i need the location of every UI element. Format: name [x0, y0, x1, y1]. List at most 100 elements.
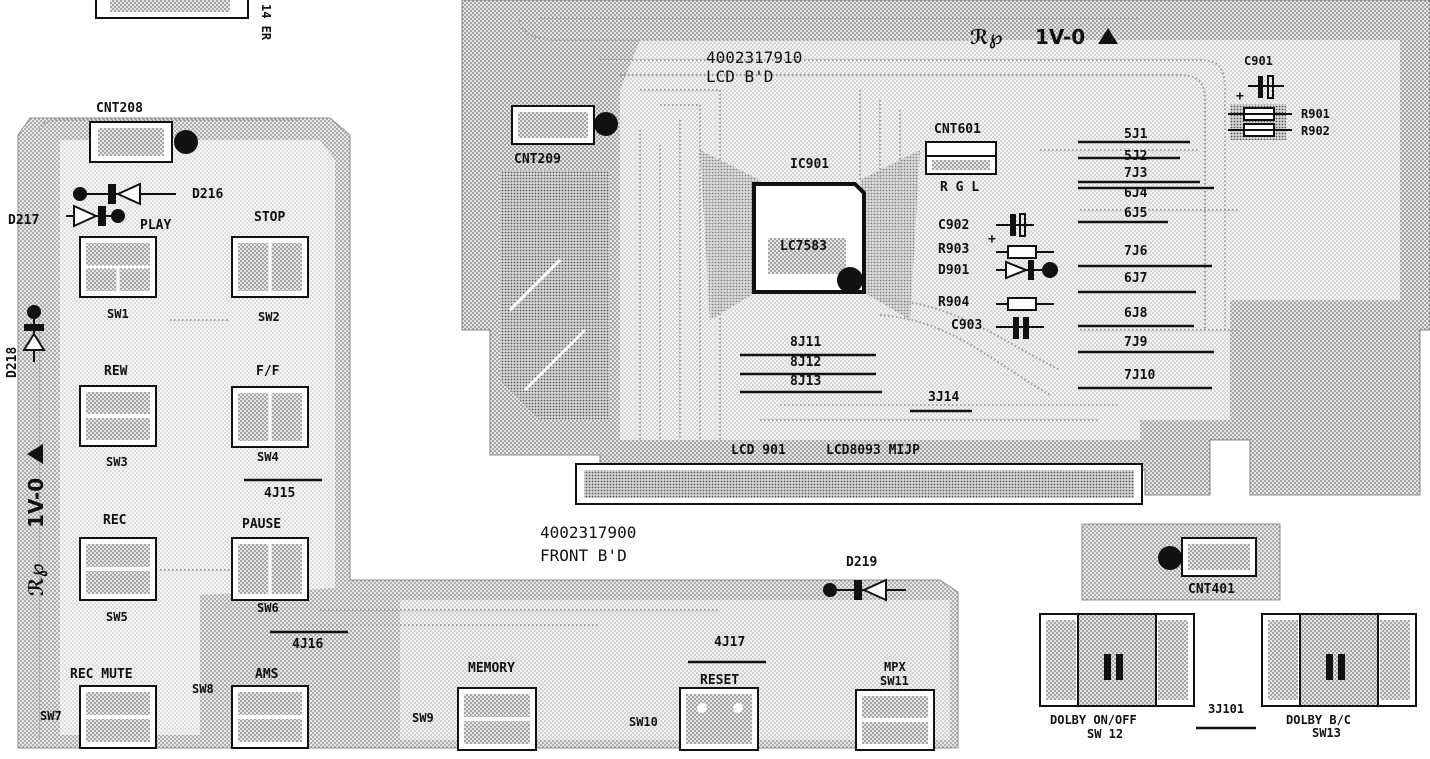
front-ul-rating: 1V-0 [24, 478, 48, 528]
lcd901-part: LCD8093 MIJP [826, 443, 920, 458]
diode-icon [22, 332, 46, 351]
ic901-ref: IC901 [790, 157, 829, 172]
switch-sw12[interactable]: DOLBY ON/OFF SW 12 [1039, 613, 1195, 741]
sw9-label: MEMORY [468, 661, 515, 676]
lcd-edge-connector [575, 463, 1143, 505]
jumper-5j1: 5J1 [1124, 127, 1148, 142]
diode-d219: D219 [823, 555, 906, 602]
switch-sw10[interactable]: RESET SW10 [629, 673, 759, 751]
pin1-marker-icon [594, 112, 618, 136]
jumper-7j10: 7J10 [1124, 368, 1155, 383]
sw3-ref: SW3 [106, 455, 128, 469]
switch-sw1[interactable]: PLAY SW1 [79, 218, 171, 321]
d901-group: D901 [938, 260, 1058, 280]
c901-r901-r902: C901 + R901 R902 [1228, 54, 1330, 140]
jumper-5j2: 5J2 [1124, 149, 1147, 164]
sw11-ref: SW11 [880, 674, 909, 688]
d217-label: D217 [8, 213, 39, 228]
switch-sw5[interactable]: REC SW5 [79, 513, 157, 624]
sw5-label: REC [103, 513, 126, 528]
diode-icon [861, 578, 887, 602]
jumper-4j16: 4J16 [270, 630, 348, 652]
dolby-area: CNT401 [1081, 523, 1281, 601]
sw1-ref: SW1 [107, 307, 129, 321]
d216-label: D216 [192, 187, 223, 202]
ic901: IC901 LC7583 [700, 150, 920, 320]
sw13-label: DOLBY B/C [1286, 713, 1351, 727]
jumper-7j6: 7J6 [1124, 244, 1148, 259]
c902-label: C902 [938, 218, 969, 233]
r904-label: R904 [938, 295, 969, 310]
c902-group: C902 + [938, 213, 1034, 247]
switch-sw3[interactable]: REW SW3 [79, 364, 157, 469]
triangle-icon [27, 444, 43, 464]
lcd-traces [519, 17, 1240, 440]
svg-text:+: + [1236, 89, 1244, 104]
lcd-board-name: LCD B'D [706, 67, 773, 86]
sw10-ref: SW10 [629, 715, 658, 729]
cnt208-label: CNT208 [96, 101, 143, 116]
switch-sw8[interactable]: AMS SW8 [192, 667, 309, 749]
sw12-label: DOLBY ON/OFF [1050, 713, 1137, 727]
switch-sw2[interactable]: STOP SW2 [231, 210, 309, 324]
jumper-4j16-label: 4J16 [292, 637, 323, 652]
sw2-label: STOP [254, 210, 285, 225]
d218-label: D218 [5, 347, 20, 378]
front-board-part-number: 4002317900 [540, 523, 636, 542]
diode-icon [73, 204, 99, 228]
jumper-8j13: 8J13 [790, 374, 821, 389]
lcd-mid-jumpers: 8J11 8J12 8J13 3J14 [740, 335, 972, 413]
fragment-text: 14 ER [259, 4, 273, 41]
lcd-ground-pad [500, 170, 610, 420]
sw7-label: REC MUTE [70, 667, 133, 682]
cnt209-label: CNT209 [514, 152, 561, 167]
lcd-board: 4002317910 LCD B'D ℛ℘ 1V-0 CNT209 IC901 … [461, 0, 1430, 505]
front-ul-mark: ℛ℘ 1V-0 [24, 444, 48, 596]
jumper-3j101-label: 3J101 [1208, 702, 1244, 716]
sw8-label: AMS [255, 667, 279, 682]
jumper-4j17: 4J17 [688, 635, 766, 664]
ul-recognized-logo: ℛ℘ [24, 563, 48, 596]
switch-sw4[interactable]: F/F SW4 [231, 364, 309, 464]
sw12-ref: SW 12 [1087, 727, 1123, 741]
r903-label: R903 [938, 242, 969, 257]
switch-sw7[interactable]: REC MUTE SW7 [40, 667, 157, 749]
diode-d218: D218 [5, 305, 46, 378]
pin1-marker-icon [837, 267, 863, 293]
sw6-label: PAUSE [242, 517, 281, 532]
c903-group: C903 [951, 317, 1044, 339]
diode-icon [1005, 260, 1029, 280]
r903-group: R903 [938, 242, 1054, 259]
cnt401-label: CNT401 [1188, 582, 1235, 597]
top-left-fragment: 14 ER [95, 0, 273, 41]
sw11-label: MPX [884, 660, 906, 674]
r904-group: R904 [938, 295, 1054, 311]
c901-label: C901 [1244, 54, 1273, 68]
lcd-ul-rating: 1V-0 [1035, 25, 1085, 49]
front-traces [39, 119, 900, 740]
d219-label: D219 [846, 555, 877, 570]
front-board: 4002317900 FRONT B'D ℛ℘ 1V-0 CNT208 D216… [5, 101, 1417, 751]
lcd-ul-mark: ℛ℘ 1V-0 [970, 25, 1118, 49]
sw9-ref: SW9 [412, 711, 434, 725]
jumper-4j15: 4J15 [244, 478, 322, 501]
jumper-7j3: 7J3 [1124, 166, 1147, 181]
jumper-6j4: 6J4 [1124, 186, 1148, 201]
sw6-ref: SW6 [257, 601, 279, 615]
jumper-6j5: 6J5 [1124, 206, 1147, 221]
jumper-3j14: 3J14 [928, 390, 959, 405]
c903-label: C903 [951, 318, 982, 333]
sw2-ref: SW2 [258, 310, 280, 324]
connector-cnt208: CNT208 [89, 101, 198, 163]
diode-d216: D216 [73, 182, 223, 206]
connector-cnt601: CNT601 R G L [925, 122, 997, 195]
r901-label: R901 [1301, 107, 1330, 121]
switch-sw6[interactable]: PAUSE SW6 [231, 517, 309, 615]
diode-d217: D217 [8, 204, 125, 228]
switch-sw9[interactable]: MEMORY SW9 [412, 661, 537, 751]
lcd-right-jumpers: 5J1 5J2 7J3 6J4 6J5 7J6 6J7 6J8 7J9 7J10 [1078, 127, 1214, 390]
switch-sw11[interactable]: MPX SW11 [855, 660, 935, 751]
jumper-6j7: 6J7 [1124, 271, 1147, 286]
switch-sw13[interactable]: DOLBY B/C SW13 [1261, 613, 1417, 740]
svg-text:+: + [988, 232, 996, 247]
